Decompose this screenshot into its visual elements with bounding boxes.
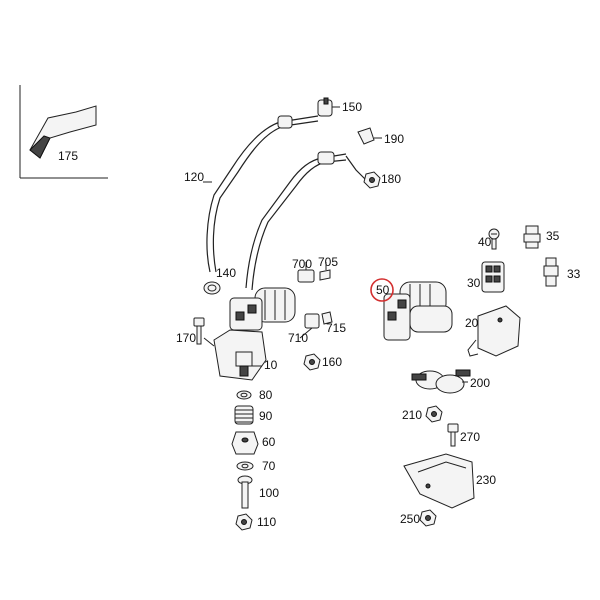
label-250: 250 <box>400 512 420 526</box>
pipe-connector-1 <box>277 115 293 129</box>
label-190: 190 <box>384 132 404 146</box>
part-200-dampers: 200 <box>411 369 490 394</box>
label-100: 100 <box>259 486 279 500</box>
part-160-nut: 160 <box>303 353 342 371</box>
part-33-fitting: 33 <box>543 257 581 287</box>
label-10: 10 <box>264 358 278 372</box>
part-140-ring: 140 <box>203 266 236 295</box>
part-250-nut: 250 <box>400 509 437 527</box>
label-150: 150 <box>342 100 362 114</box>
part-110-nut: 110 <box>235 513 276 531</box>
part-150-clip: 150 <box>317 97 362 117</box>
compressor-assembly-10: 10 <box>213 287 296 381</box>
label-30: 30 <box>467 276 481 290</box>
label-180: 180 <box>381 172 401 186</box>
part-35-fitting: 35 <box>523 225 560 249</box>
label-710: 710 <box>288 331 308 345</box>
label-175: 175 <box>58 149 78 163</box>
part-180-nut: 180 <box>363 171 401 189</box>
part-700: 700 <box>292 257 315 283</box>
label-20: 20 <box>465 316 479 330</box>
label-50: 50 <box>376 283 390 297</box>
label-700: 700 <box>292 257 312 271</box>
callout-50-circle <box>370 278 394 302</box>
label-140: 140 <box>216 266 236 280</box>
label-35: 35 <box>546 229 560 243</box>
pipe-120-d <box>251 159 347 291</box>
label-200: 200 <box>470 376 490 390</box>
label-120: 120 <box>184 170 204 184</box>
part-20-bracket: 20 <box>465 305 521 357</box>
label-80: 80 <box>259 388 273 402</box>
label-33: 33 <box>567 267 581 281</box>
part-80-washer: 80 <box>236 388 273 402</box>
part-715: 715 <box>321 311 346 335</box>
part-100-pin: 100 <box>237 475 279 509</box>
pipe-connector-2 <box>317 151 335 165</box>
compressor-50: 50 <box>370 278 453 341</box>
inset-box-175: 175 <box>19 85 108 179</box>
label-90: 90 <box>259 409 273 423</box>
label-60: 60 <box>262 435 276 449</box>
pipe-120-end <box>345 155 367 181</box>
label-170: 170 <box>176 331 196 345</box>
part-90-spring: 90 <box>234 405 273 425</box>
label-160: 160 <box>322 355 342 369</box>
compressor-head <box>229 297 263 331</box>
label-230: 230 <box>476 473 496 487</box>
part-170-bolt: 170 <box>176 317 215 347</box>
part-70-washer: 70 <box>236 459 276 473</box>
label-705: 705 <box>318 255 338 269</box>
part-30-valve: 30 <box>467 261 505 293</box>
pipe-120-b <box>212 120 319 273</box>
part-705: 705 <box>318 255 338 281</box>
pipe-assembly-120: 120 <box>184 115 367 291</box>
part-210-nut: 210 <box>402 405 443 423</box>
part-60-mount: 60 <box>231 431 276 455</box>
part-710: 710 <box>288 313 320 345</box>
label-270: 270 <box>460 430 480 444</box>
part-270-bolt: 270 <box>447 423 480 447</box>
part-230-cover: 230 <box>403 453 496 509</box>
part-190-clip: 190 <box>357 127 404 146</box>
part-40-screw: 40 <box>478 228 500 250</box>
compressor-valve <box>235 351 253 367</box>
pipe-120-c <box>245 153 347 289</box>
label-40: 40 <box>478 235 492 249</box>
part-175-edge <box>29 135 51 159</box>
label-715: 715 <box>326 321 346 335</box>
label-210: 210 <box>402 408 422 422</box>
label-110: 110 <box>257 515 276 529</box>
label-70: 70 <box>262 459 276 473</box>
pipe-120-a <box>206 115 319 273</box>
